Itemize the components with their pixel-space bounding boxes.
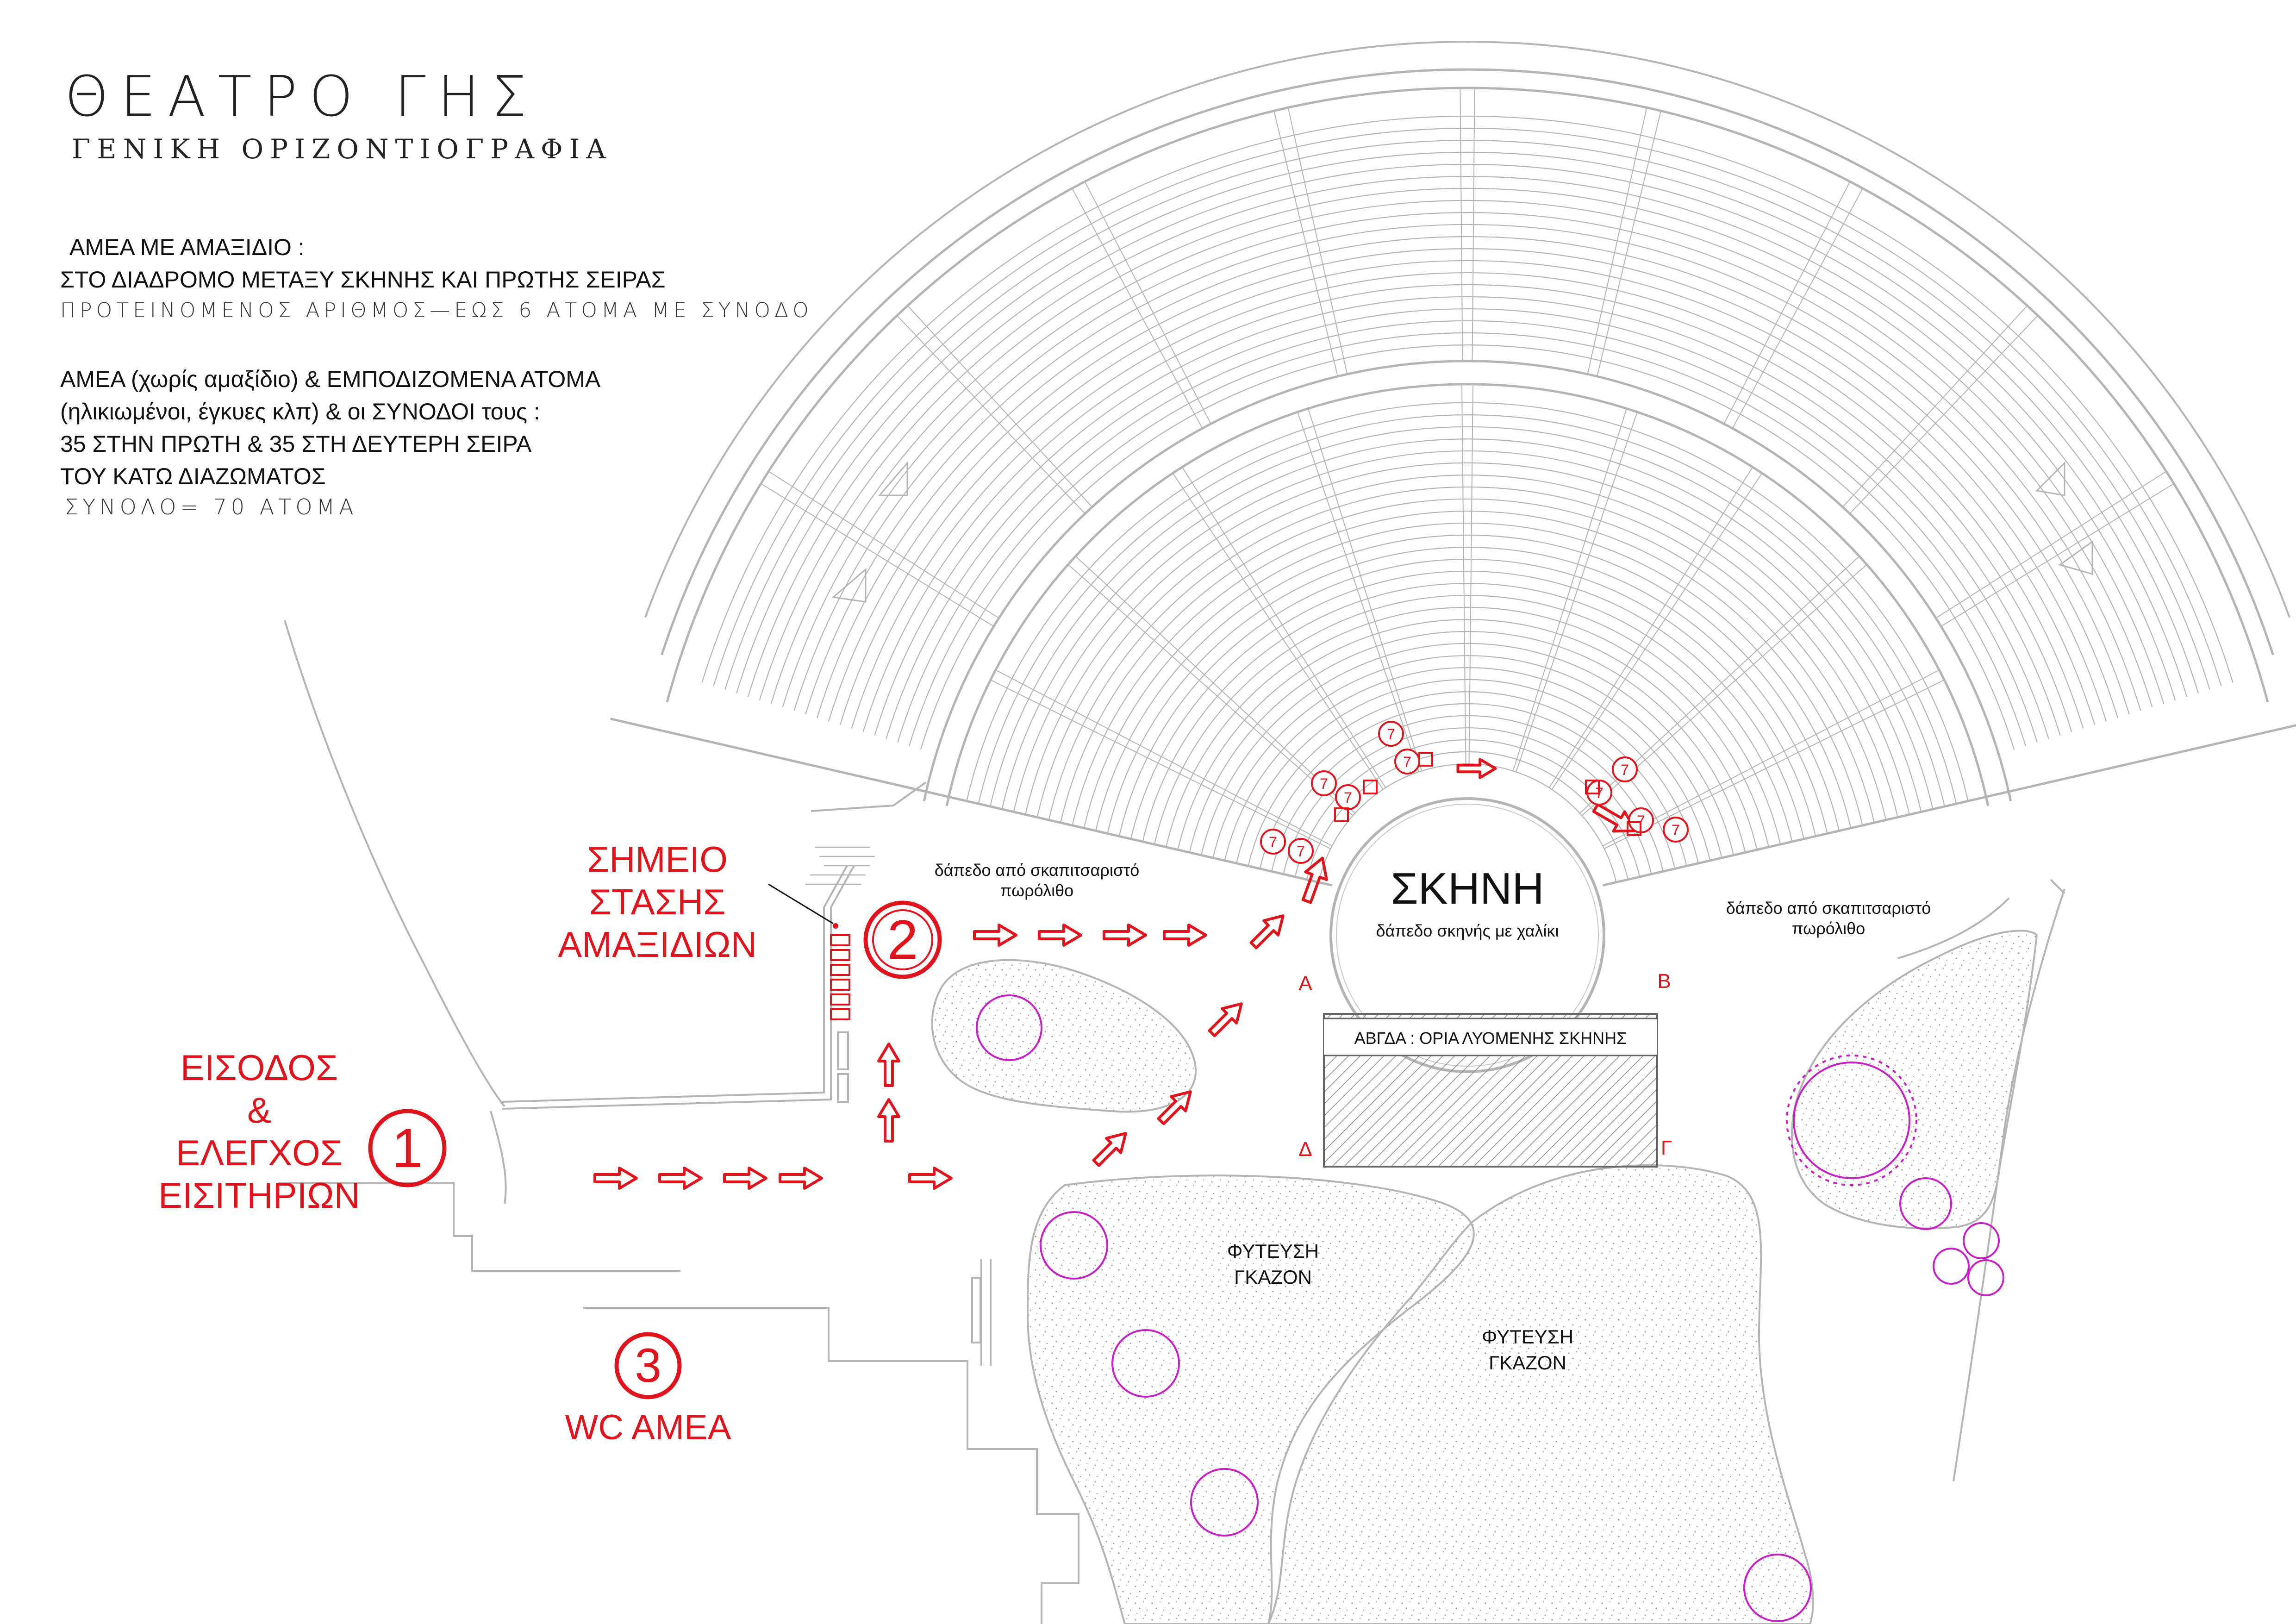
seat-marker-label: 7 <box>1637 812 1645 829</box>
note-mobility-line1: ΑΜΕΑ (χωρίς αμαξίδιο) & ΕΜΠΟΔΙΖΟΜΕΝΑ ΑΤΟ… <box>60 366 601 392</box>
paving-right-line1: δάπεδο από σκαπιτσαριστό <box>1726 899 1931 918</box>
trees <box>976 994 2004 1622</box>
accessible-route-arrows <box>593 758 1637 1190</box>
seat-marker <box>1378 721 1404 747</box>
note-mobility-line2: (ηλικιωμένοι, έγκυες κλπ) & οι ΣΥΝΟΔΟΙ τ… <box>60 399 540 425</box>
seat-marker-label: 7 <box>1320 775 1328 792</box>
seat-marker <box>1663 817 1689 843</box>
entrance-line1: ΕΙΣΟΔΟΣ <box>180 1047 338 1088</box>
point-3-circle <box>614 1332 682 1399</box>
stage <box>1323 797 1658 1168</box>
wc-label: WC AMEA <box>565 1408 731 1447</box>
note-mobility-line3: 35 ΣΤΗΝ ΠΡΩΤΗ & 35 ΣΤΗ ΔΕΥΤΕΡΗ ΣΕΙΡΑ <box>60 431 532 457</box>
planted-area-small <box>931 959 1197 1113</box>
seat-marker-label: 7 <box>1344 789 1352 806</box>
seat-marker-label: 7 <box>1621 762 1629 778</box>
entrance-label: ΕΙΣΟΔΟΣ & ΕΛΕΓΧΟΣ ΕΙΣΙΤΗΡΙΩΝ <box>139 1046 380 1217</box>
leader-line <box>768 883 834 924</box>
note-wheelchair-heading: ΑΜΕΑ ΜΕ ΑΜΑΞΙΔΙΟ : <box>69 234 305 260</box>
tree-icon <box>1899 1177 1952 1230</box>
stop-line2: ΣΤΑΣΗΣ <box>589 881 726 922</box>
drawing-title: ΘΕΑΤΡΟ ΓΗΣ <box>65 65 539 129</box>
tree-icon <box>976 994 1042 1061</box>
lawn1-line2: ΓΚΑΖΟΝ <box>1234 1266 1312 1288</box>
note-total: ΣΥΝΟΛΟ= 70 ΑΤΟΜΑ <box>65 494 358 519</box>
planted-areas <box>931 930 2038 1624</box>
corner-c: Γ <box>1660 1137 1672 1159</box>
seat-marker <box>1311 770 1337 796</box>
corner-b: Β <box>1657 970 1671 993</box>
lawn-area-left <box>1026 1174 1475 1624</box>
seat-marker <box>1260 829 1286 855</box>
tree-icon <box>1933 1248 1970 1285</box>
seat-marker-label: 7 <box>1269 834 1277 850</box>
seat-marker-label: 7 <box>1297 843 1305 860</box>
tree-icon <box>1743 1554 1812 1622</box>
note-wheelchair-location: ΣΤΟ ΔΙΑΔΡΟΜΟ ΜΕΤΑΞΥ ΣΚΗΝΗΣ ΚΑΙ ΠΡΩΤΗΣ ΣΕ… <box>60 267 666 293</box>
wheelchair-icon <box>1585 780 1600 794</box>
seat-marker <box>1612 756 1638 782</box>
tree-icon <box>1190 1468 1259 1537</box>
tree-icon <box>1040 1211 1108 1280</box>
paving-left-line1: δάπεδο από σκαπιτσαριστό <box>934 861 1140 880</box>
tree-icon <box>1967 1259 2004 1296</box>
auditorium-seating <box>610 41 2296 887</box>
point-3-number: 3 <box>635 1339 661 1393</box>
tree-icon <box>1111 1329 1180 1398</box>
lawn-area-right <box>1267 1164 1814 1624</box>
lawn1-line1: ΦΥΤΕΥΣΗ <box>1227 1240 1319 1262</box>
wheelchair-stop-icons <box>830 934 850 1020</box>
seat-marker-label: 7 <box>1672 822 1680 838</box>
seat-marker <box>1288 838 1314 864</box>
point-2-circle <box>863 900 942 979</box>
point-2-number: 2 <box>887 909 918 971</box>
wheelchair-icon <box>1627 821 1641 836</box>
seat-marker-label: 7 <box>1403 754 1411 770</box>
drawing-subtitle: ΓΕΝΙΚΗ ΟΡΙΖΟΝΤΙΟΓΡΑΦΙΑ <box>72 133 612 165</box>
wheelchair-icon <box>1418 752 1433 767</box>
corner-d: Δ <box>1298 1138 1312 1161</box>
entrance-line3: ΕΛΕΓΧΟΣ <box>175 1132 343 1173</box>
entrance-line4: ΕΙΣΙΤΗΡΙΩΝ <box>158 1175 360 1216</box>
entrance-line2: & <box>247 1090 272 1131</box>
lawn2-line2: ΓΚΑΖΟΝ <box>1489 1352 1566 1374</box>
paving-left-line2: πωρόλιθο <box>1000 881 1074 900</box>
lawn-label-1: ΦΥΤΕΥΣΗ ΓΚΑΖΟΝ <box>1180 1238 1366 1290</box>
planted-area-right <box>1791 930 2038 1230</box>
paving-note-left: δάπεδο από σκαπιτσαριστό πωρόλιθο <box>875 860 1199 901</box>
tree-icon <box>1786 1055 1917 1186</box>
point-1-number: 1 <box>392 1117 423 1179</box>
tree-icon <box>1963 1222 2000 1259</box>
stop-line3: ΑΜΑΞΙΔΙΩΝ <box>558 924 757 965</box>
paving-note-right: δάπεδο από σκαπιτσαριστό πωρόλιθο <box>1666 898 1990 939</box>
paving-right-line2: πωρόλιθο <box>1791 919 1866 938</box>
wheelchair-icon <box>1334 807 1349 822</box>
stage-floor-note: δάπεδο σκηνής με χαλίκι <box>1376 921 1559 940</box>
note-mobility-line4: ΤΟΥ ΚΑΤΩ ΔΙΑΖΩΜΑΤΟΣ <box>60 463 326 489</box>
stop-line1: ΣΗΜΕΙΟ <box>587 839 728 880</box>
removable-stage-label: ΑΒΓΔΑ : ΟΡΙΑ ΛΥΟΜΕΝΗΣ ΣΚΗΝΗΣ <box>1354 1029 1627 1048</box>
wheelchair-icon <box>1363 780 1378 794</box>
lawn-label-2: ΦΥΤΕΥΣΗ ΓΚΑΖΟΝ <box>1435 1324 1620 1376</box>
stage-name: ΣΚΗΝΗ <box>1391 864 1544 913</box>
point-1-circle <box>368 1109 447 1187</box>
note-wheelchair-capacity: ΠΡΟΤΕΙΝΟΜΕΝΟΣ ΑΡΙΘΜΟΣ—ΕΩΣ 6 ΑΤΟΜΑ ΜΕ ΣΥΝ… <box>60 299 813 322</box>
corner-a: Α <box>1298 972 1312 995</box>
seat-marker-label: 7 <box>1387 726 1395 743</box>
wheelchair-stop-label: ΣΗΜΕΙΟ ΣΤΑΣΗΣ ΑΜΑΞΙΔΙΩΝ <box>546 838 768 966</box>
lawn2-line1: ΦΥΤΕΥΣΗ <box>1481 1326 1574 1348</box>
